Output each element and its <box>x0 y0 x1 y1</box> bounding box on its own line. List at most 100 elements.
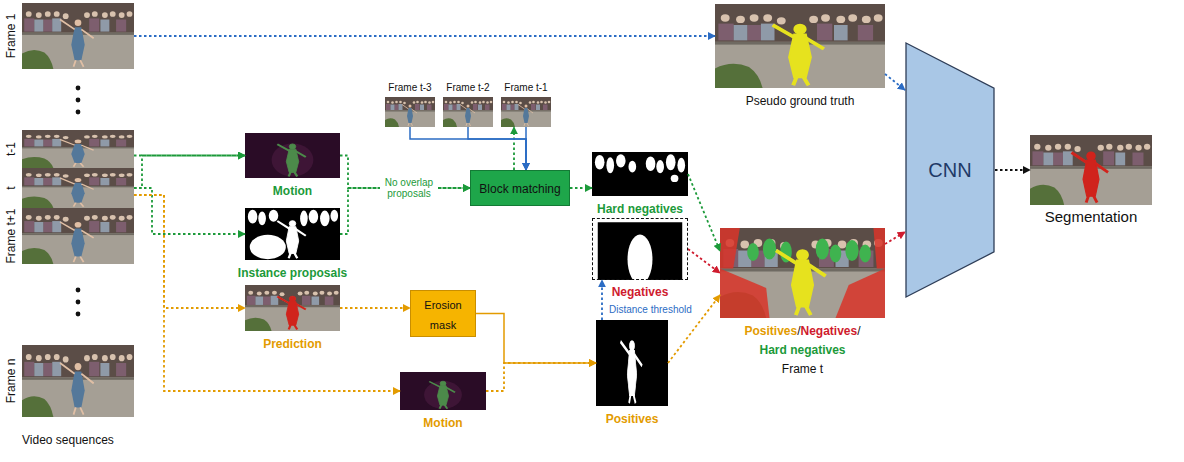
frame-image <box>385 97 435 127</box>
connector <box>601 280 603 320</box>
frame-image <box>22 208 134 264</box>
caption-group: Negatives <box>612 281 669 300</box>
connector <box>885 74 905 90</box>
frame-label: Frame t+1 <box>4 208 18 263</box>
motion-map: Motion <box>245 133 340 178</box>
image-caption: Segmentation <box>1045 208 1138 225</box>
connector <box>513 127 515 170</box>
caption-group: Motion <box>273 180 312 199</box>
frame-label: Frame t-2 <box>446 82 489 93</box>
caption-group: t <box>1 186 20 189</box>
image-caption: Prediction <box>263 337 322 351</box>
connector <box>995 169 1030 171</box>
caption-group: Frame t-1 <box>504 76 547 95</box>
connector <box>134 195 400 391</box>
figure-label: Video sequences <box>22 434 114 447</box>
box-label: Block matching <box>479 182 560 196</box>
text-line: Positives/Negatives/ <box>744 320 860 339</box>
connector <box>570 187 592 189</box>
motion-image <box>400 372 486 410</box>
video-frame-images <box>22 3 134 417</box>
previous-frame: Frame t-3 <box>385 97 435 127</box>
frame-image <box>443 97 493 127</box>
connector <box>688 174 720 251</box>
mask-image <box>592 218 688 284</box>
frame-label: t <box>4 186 18 189</box>
motion-image <box>245 133 340 178</box>
process-box: Block matching <box>470 170 570 206</box>
text-line: Frame t-1 <box>504 76 547 95</box>
text-line: Frame t+1 <box>1 208 20 263</box>
annotated-frame: Pseudo ground truth <box>715 4 885 88</box>
text-line: Frame t <box>744 358 860 377</box>
connector <box>468 127 526 170</box>
ellipsis-dots <box>76 86 81 317</box>
frame-image <box>22 130 134 168</box>
video-frame: Frame t+1 <box>22 208 134 264</box>
annotated-frame: Positives/Negatives/Hard negativesFrame … <box>720 228 885 318</box>
text-line: Segmentation <box>1045 207 1138 226</box>
edge-label: Distance threshold <box>609 304 692 315</box>
caption-group: Hard negatives <box>597 198 683 217</box>
text-line: Pseudo ground truth <box>746 90 855 109</box>
caption-group: Segmentation <box>1045 207 1138 226</box>
text-line: Erosion mask <box>415 294 471 332</box>
caption-group: Instance proposals <box>238 262 347 281</box>
frame-label: Frame n <box>4 359 18 404</box>
network-block: CNN <box>905 42 995 298</box>
connector <box>134 156 245 189</box>
caption-group: Frame 1 <box>1 14 20 59</box>
caption-group: t-1 <box>1 142 20 156</box>
image-caption: Motion <box>423 416 462 430</box>
prediction-image <box>245 285 340 331</box>
mask-image: Hard negatives <box>592 152 688 196</box>
frame-label: t-1 <box>4 142 18 156</box>
image-caption: Negatives <box>801 324 858 338</box>
mask-image: Negatives <box>592 218 688 280</box>
image-caption: Positives <box>606 412 659 426</box>
connector <box>134 35 715 37</box>
caption-group: Frame t-2 <box>446 76 489 95</box>
connector <box>486 363 596 391</box>
motion-map: Motion <box>400 372 486 410</box>
box-label: Erosion mask <box>424 299 461 330</box>
image-caption: Negatives <box>612 285 669 299</box>
edge-label: No overlap proposals <box>380 176 438 200</box>
caption-group: Positives/Negatives/Hard negativesFrame … <box>744 320 860 378</box>
frame-label: Frame 1 <box>4 14 18 59</box>
cnn-shape <box>906 43 994 297</box>
image-caption: / <box>857 324 860 338</box>
caption-group: Positives <box>606 408 659 427</box>
caption-group: Frame t-3 <box>388 76 431 95</box>
frame-image <box>501 97 551 127</box>
connector <box>410 127 526 170</box>
video-frame: Frame n <box>22 345 134 417</box>
previous-frame: Frame t-1 <box>501 97 551 127</box>
connector <box>525 127 527 170</box>
frame-image <box>22 168 134 208</box>
output-image: Segmentation <box>1030 135 1152 205</box>
frame-image <box>22 3 134 69</box>
text-line: Instance proposals <box>238 262 347 281</box>
text-line: Frame t-3 <box>388 76 431 95</box>
image-caption: Hard negatives <box>597 202 683 216</box>
text-line: Frame 1 <box>1 14 20 59</box>
instance-mask: Instance proposals <box>245 208 340 260</box>
text-line: t <box>1 186 20 189</box>
pseudo-gt-image <box>715 4 885 88</box>
text-line: Block matching <box>479 178 560 197</box>
text-line: Frame t-2 <box>446 76 489 95</box>
frame-label: Frame t-3 <box>388 82 431 93</box>
image-caption: Pseudo ground truth <box>746 94 855 108</box>
caption-group: Prediction <box>263 333 322 352</box>
image-caption: Positives <box>744 324 797 338</box>
text-line: Hard negatives <box>744 339 860 358</box>
video-frame: t-1 <box>22 130 134 168</box>
text-line: Hard negatives <box>597 198 683 217</box>
image-caption: Instance proposals <box>238 266 347 280</box>
frame-image <box>22 345 134 417</box>
mask-image <box>592 152 688 196</box>
instance-image <box>245 208 340 260</box>
text-line: Motion <box>273 180 312 199</box>
